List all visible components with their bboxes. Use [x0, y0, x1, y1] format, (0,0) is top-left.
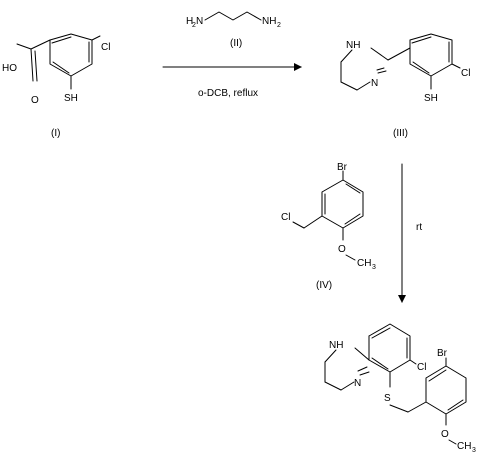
compound-iv-label: (IV)	[316, 280, 332, 291]
compound-iii-sh: SH	[424, 93, 438, 104]
compound-iv: Br Cl O CH 3 (IV)	[281, 162, 376, 291]
product-v-n: N	[354, 378, 361, 389]
compound-iii: NH N Cl SH (III)	[340, 33, 470, 139]
compound-ii-h-sub: 2	[192, 22, 196, 29]
compound-iv-ch: CH	[357, 258, 371, 269]
compound-iv-br: Br	[337, 162, 348, 173]
compound-ii-nh-sub: 2	[277, 22, 281, 29]
compound-ii-nh: NH	[262, 16, 276, 27]
compound-i-label: (I)	[51, 128, 60, 139]
step2-conditions: rt	[416, 222, 422, 233]
compound-i-cl: Cl	[101, 42, 110, 53]
product-v-bonds	[324, 323, 467, 445]
product-v-cl: Cl	[417, 362, 426, 373]
compound-i-bonds	[16, 33, 101, 90]
compound-iv-ch-sub: 3	[372, 264, 376, 271]
compound-iv-cl: Cl	[281, 212, 290, 223]
compound-i-o: O	[31, 95, 39, 106]
compound-i-ho: HO	[2, 63, 17, 74]
compound-iii-bonds	[340, 33, 461, 91]
compound-ii-chain	[204, 11, 262, 21]
compound-ii-label: (II)	[230, 38, 242, 49]
step1-conditions: o-DCB, reflux	[198, 88, 258, 99]
product-v-o: O	[441, 429, 449, 440]
compound-iii-n: N	[371, 78, 378, 89]
product-v: NH N Cl Br S O CH 3	[324, 323, 476, 454]
compound-ii-n: N	[196, 16, 203, 27]
compound-iii-nh: NH	[346, 40, 360, 51]
compound-i: HO O Cl SH (I)	[2, 33, 110, 139]
product-v-br: Br	[437, 348, 448, 359]
product-v-s: S	[384, 393, 391, 404]
compound-ii: H 2 N NH 2 (II)	[186, 11, 281, 49]
product-v-ch: CH	[457, 441, 471, 452]
compound-iii-label: (III)	[393, 128, 408, 139]
compound-iv-bonds	[292, 170, 364, 261]
compound-iii-cl: Cl	[461, 68, 470, 79]
compound-iv-o: O	[338, 244, 346, 255]
product-v-nh: NH	[329, 340, 343, 351]
compound-i-sh: SH	[64, 93, 78, 104]
compound-ii-h: H	[186, 16, 193, 27]
product-v-ch-sub: 3	[472, 447, 476, 454]
